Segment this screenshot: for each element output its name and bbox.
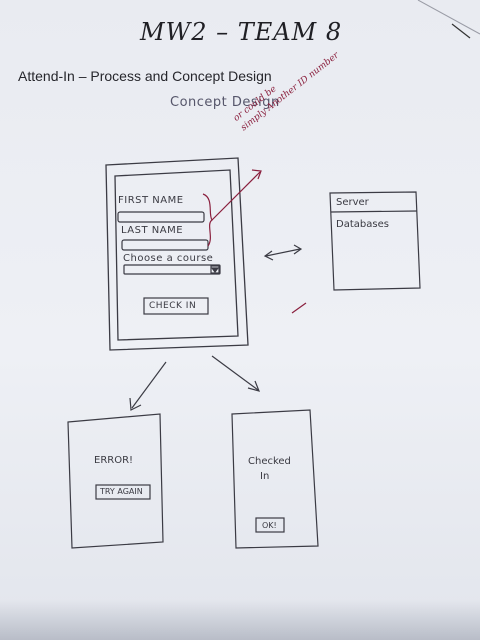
check-in-button[interactable]: CHECK IN xyxy=(149,301,197,311)
annotation-arrow xyxy=(211,171,261,221)
first-name-field[interactable] xyxy=(117,211,205,223)
paper-fold-line xyxy=(417,0,480,35)
course-label: Choose a course xyxy=(123,253,214,264)
course-dropdown[interactable] xyxy=(123,264,221,275)
checked-in-line-1: Checked xyxy=(248,456,291,467)
page-title: MW2 – TEAM 8 xyxy=(140,18,343,46)
flow-arrows xyxy=(129,355,261,411)
server-title: Server xyxy=(336,197,369,208)
server-box xyxy=(329,191,421,291)
last-name-label: LAST NAME xyxy=(121,225,184,236)
last-name-field[interactable] xyxy=(121,239,209,251)
try-again-button-outline[interactable] xyxy=(95,484,151,500)
checked-in-line-2: In xyxy=(260,471,270,482)
pen-mark xyxy=(451,23,471,39)
phone-mockup-main xyxy=(105,157,249,351)
double-arrow-icon xyxy=(263,244,303,261)
table-shadow xyxy=(0,600,480,640)
arrow-head-icon xyxy=(251,169,262,180)
check-in-button-outline[interactable] xyxy=(143,297,209,315)
form-fields xyxy=(117,211,221,315)
try-again-button[interactable]: TRY AGAIN xyxy=(100,487,143,496)
section-heading: Concept Design xyxy=(170,95,280,110)
error-message: ERROR! xyxy=(94,455,134,466)
server-databases: Databases xyxy=(336,219,389,230)
page-subtitle: Attend-In – Process and Concept Design xyxy=(18,68,272,84)
red-annotation xyxy=(202,169,307,314)
first-name-label: FIRST NAME xyxy=(118,195,184,206)
error-screen-sketch xyxy=(67,413,164,549)
ok-button[interactable]: OK! xyxy=(262,521,277,530)
success-screen-sketch xyxy=(231,409,319,549)
ok-button-outline[interactable] xyxy=(255,517,285,533)
red-pen-stroke xyxy=(291,302,307,314)
